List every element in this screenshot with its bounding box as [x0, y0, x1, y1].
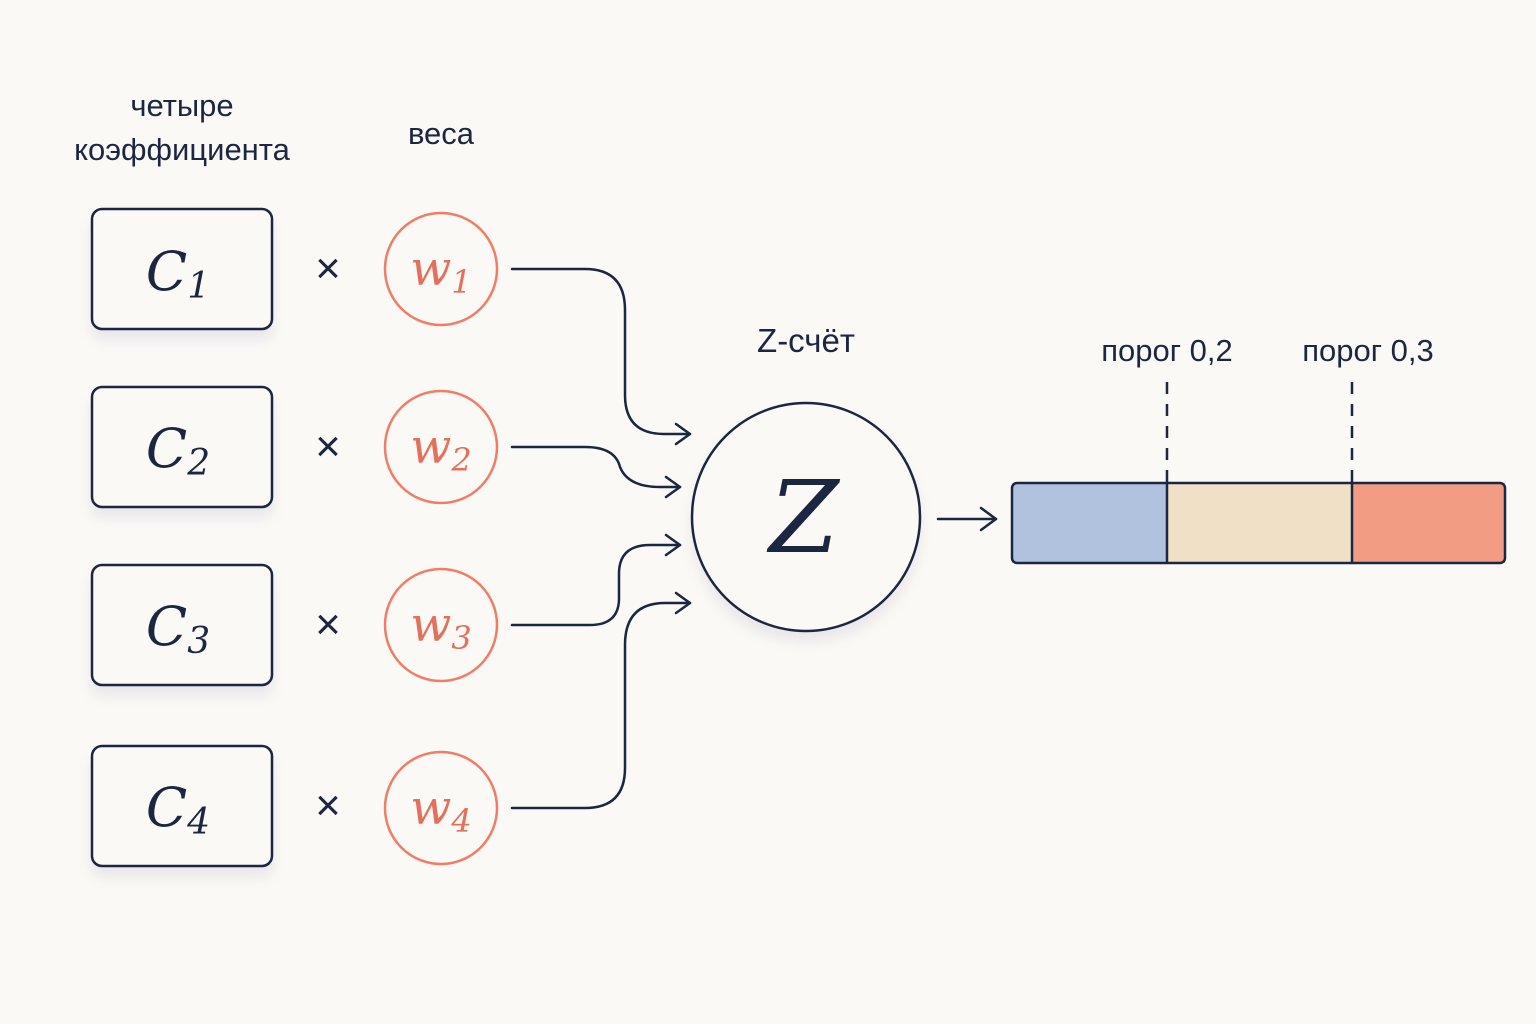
coefficient-label-3: C3 [146, 595, 210, 662]
coefficients-header-line1: четыре [130, 88, 233, 123]
multiply-sign-3: × [315, 600, 341, 649]
output-arrowhead [979, 506, 998, 532]
connector-1 [510, 267, 692, 436]
scale-segment-mid [1167, 483, 1352, 563]
multiply-sign-2: × [315, 422, 341, 471]
coefficient-row-2: C2 × w2 [90, 385, 499, 509]
connector-2 [510, 445, 682, 489]
weight-circle-3 [383, 567, 499, 683]
weight-label-2: w2 [410, 419, 471, 479]
connector-3 [510, 543, 682, 627]
coefficient-label-2: C2 [146, 417, 210, 484]
coefficient-label-4: C4 [146, 776, 210, 843]
coefficient-row-4: C4 × w4 [90, 744, 499, 868]
z-node-symbol: Z [766, 459, 840, 576]
weight-circle-2 [383, 389, 499, 505]
coefficient-box-4 [90, 744, 274, 868]
multiply-sign-1: × [315, 244, 341, 293]
coefficient-row-1: C1 × w1 [90, 207, 499, 331]
multiply-sign-4: × [315, 781, 341, 830]
weight-label-3: w3 [410, 597, 471, 657]
arrowhead-4 [674, 591, 692, 615]
threshold-label-2: порог 0,3 [1302, 333, 1434, 368]
scale-outline [1010, 481, 1507, 565]
connector-4 [510, 601, 692, 810]
coefficient-box-1 [90, 207, 274, 331]
coefficient-label-1: C1 [146, 240, 210, 307]
coefficients-header-line2: коэффициента [74, 132, 291, 167]
weights-header: веса [408, 116, 475, 151]
scale-segment-low [1012, 483, 1167, 563]
coefficient-row-3: C3 × w3 [90, 563, 499, 687]
threshold-label-1: порог 0,2 [1101, 333, 1233, 368]
arrowhead-2 [664, 475, 682, 499]
coefficient-box-3 [90, 563, 274, 687]
z-score-label: Z-счёт [757, 322, 855, 359]
arrowhead-3 [664, 533, 682, 557]
threshold-scale: порог 0,2 порог 0,3 [1010, 333, 1507, 565]
weight-circle-4 [383, 750, 499, 866]
weight-label-1: w1 [410, 241, 471, 301]
scale-segment-high [1352, 483, 1505, 563]
coefficient-box-2 [90, 385, 274, 509]
arrowhead-1 [674, 422, 692, 446]
weight-label-4: w4 [410, 780, 471, 840]
weight-circle-1 [383, 211, 499, 327]
z-node-circle [690, 401, 922, 633]
